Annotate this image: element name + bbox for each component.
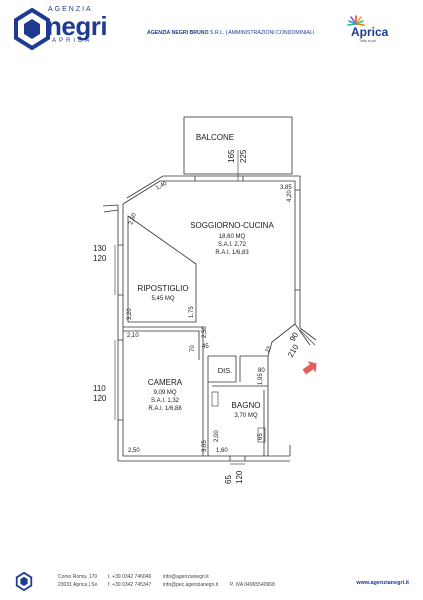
dim-45: 45 — [202, 344, 209, 350]
header-tagline: AGENZIA NEGRI BRUNO S.R.L. | AMMINISTRAZ… — [147, 30, 315, 36]
entry-arrow-icon — [302, 361, 317, 375]
soggiorno-sai: S.A.I. 2,72 — [218, 242, 247, 248]
dim-160: 1,60 — [216, 448, 228, 454]
dim-70: 70 — [190, 345, 196, 352]
camera-title: CAMERA — [148, 378, 183, 387]
camera-rai: R.A.I. 1/6,88 — [148, 406, 182, 412]
logo-agency-text: AGENZIA — [48, 6, 93, 13]
dim-130: 130 — [93, 244, 107, 253]
bagno-mq: 3,70 MQ — [234, 413, 257, 419]
camera-mq: 9,09 MQ — [153, 390, 176, 396]
dim-65b: 65 — [224, 475, 233, 484]
dim-80: 80 — [258, 368, 265, 374]
camera-sai: S.A.I. 1,32 — [151, 398, 180, 404]
dim-250a: 2,50 — [128, 212, 138, 226]
aprica-name: Aprica — [351, 25, 389, 39]
soggiorno-rai: R.A.I. 1/6,83 — [215, 250, 249, 256]
dim-195: 1,95 — [258, 373, 264, 385]
dim-250b: 2,50 — [202, 326, 208, 338]
agency-logo-icon — [14, 7, 50, 50]
dim-320: 3,20 — [127, 308, 133, 320]
soggiorno-title: SOGGIORNO-CUCINA — [190, 221, 274, 230]
balcone-label: BALCONE — [196, 133, 234, 142]
logo-city-text: APRICA — [52, 38, 93, 44]
dim-120a: 120 — [93, 254, 107, 263]
dim-305: 3,05 — [202, 440, 208, 452]
dim-225: 225 — [239, 149, 248, 163]
dim-120b: 120 — [93, 394, 107, 403]
footer-piva: P. IVA 04965540968 — [230, 582, 275, 588]
footer-logo-icon — [15, 571, 33, 591]
bagno-title: BAGNO — [232, 401, 261, 410]
dim-15: 15 — [265, 345, 274, 354]
floor-plan: BALCONE SOGGIORNO-CUCINA 18,60 MQ S.A.I.… — [93, 116, 317, 484]
soggiorno-mq: 18,60 MQ — [219, 234, 246, 240]
dim-385: 3,85 — [280, 185, 292, 191]
dim-420: 4,20 — [287, 190, 293, 202]
dim-210b: 210 — [286, 342, 301, 359]
dim-250c: 2,50 — [128, 448, 140, 454]
dim-65a: 65 — [258, 433, 264, 440]
logo-name-text: negri — [46, 11, 108, 41]
aprica-logo-icon — [347, 15, 365, 26]
dim-175: 1,75 — [189, 306, 195, 318]
dim-120c: 120 — [235, 470, 244, 484]
dim-165: 165 — [227, 149, 236, 163]
ripostiglio-title: RIPOSTIGLIO — [137, 284, 188, 293]
dim-110: 110 — [93, 384, 106, 393]
footer-website: www.agenzianegri.it — [356, 580, 409, 586]
dim-210: 2,10 — [127, 333, 139, 339]
dim-90: 90 — [288, 330, 301, 343]
dis-label: DIS. — [218, 366, 233, 375]
aprica-subtitle: Tutto in più — [359, 39, 377, 43]
dim-140: 1,40 — [155, 180, 169, 191]
dim-200: 2,00 — [214, 430, 220, 442]
ripostiglio-mq: 5,45 MQ — [151, 296, 174, 302]
header: AGENZIA negri APRICA AGENZIA NEGRI BRUNO… — [0, 0, 423, 70]
